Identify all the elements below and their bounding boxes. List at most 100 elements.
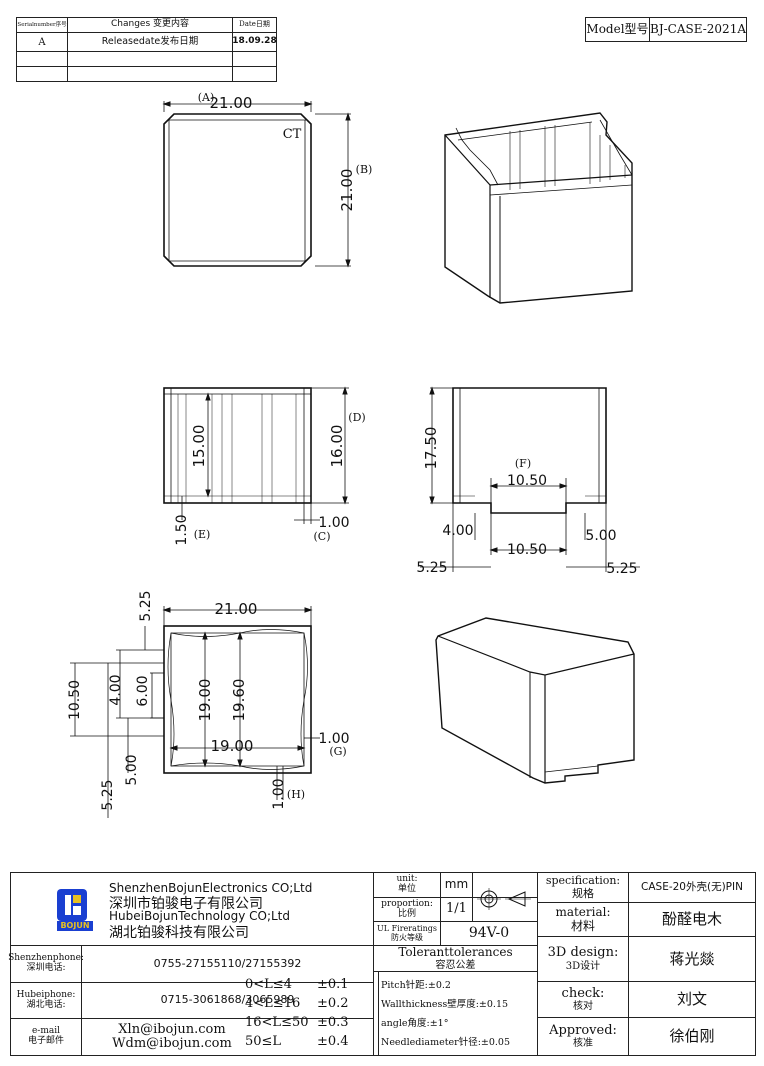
serial-header: Serialnumber序号: [17, 21, 67, 28]
bottom-400: 4.00: [108, 674, 124, 705]
tol-note: Wallthickness壁厚度:±0.15: [381, 999, 509, 1010]
sz-phone-value: 0755-27155110/27155392: [153, 956, 302, 970]
spec-label: specification: 规格: [538, 873, 628, 902]
unit-label-cn: 单位: [397, 884, 416, 894]
check-value: 刘文: [676, 990, 707, 1009]
serial-value: A: [38, 36, 46, 48]
changes-value: Releasedate发布日期: [101, 35, 199, 47]
date-header: Date日期: [239, 20, 270, 29]
bottom-width: 21.00: [215, 600, 258, 618]
logo-text: BOJUN: [60, 920, 90, 930]
company-cn-1: 深圳市铂骏电子有限公司: [109, 896, 263, 912]
company-cn-2: 湖北铂骏科技有限公司: [109, 925, 249, 941]
side-wall: 1.00: [318, 515, 349, 531]
tag-b: (B): [356, 163, 373, 176]
iso-open-box: [444, 112, 633, 304]
side-view: [163, 386, 349, 524]
design-value: 蒋光燚: [669, 949, 715, 968]
side-foot: 1.50: [174, 514, 190, 545]
bottom-wall-h: 1.00: [271, 778, 287, 809]
material-label-cn: 材料: [570, 918, 595, 933]
tol-range: 0<L≤4: [245, 977, 292, 992]
design-label-cn: 3D设计: [565, 960, 601, 972]
proportion-value: 1/1: [446, 901, 467, 917]
bottom-view: [70, 606, 320, 818]
tolerances-title-cn: 容忍公差: [435, 959, 476, 971]
tolerances-title: Toleranttolerances 容忍公差: [374, 946, 537, 971]
edge-right: 5.25: [606, 561, 637, 577]
bottom-inner-h: 19.00: [196, 679, 214, 722]
tol-range: 50≤L: [245, 1034, 282, 1049]
check-label-cn: 核对: [573, 1001, 593, 1013]
bottom-edge-bot: 5.25: [100, 779, 116, 810]
mail-label-en: e-mail: [31, 1026, 61, 1037]
material-value: 酚醛电木: [661, 910, 722, 929]
tag-e: (E): [194, 528, 211, 541]
front-height: 17.50: [422, 427, 440, 470]
slot-bottom: 10.50: [507, 542, 547, 558]
proportion-label-cn: 比例: [397, 908, 416, 919]
changes-header: Changes 变更内容: [110, 19, 189, 30]
tolerance-row: 4<L≤16±0.2: [245, 996, 375, 1015]
material-label-en: material:: [555, 905, 611, 920]
approved-label-en: Approved:: [549, 1022, 617, 1038]
tag-d: (D): [348, 411, 365, 424]
bottom-500: 5.00: [124, 754, 140, 785]
tol-note: Pitch针距:±0.2: [381, 980, 451, 991]
tol-value: ±0.2: [317, 996, 349, 1011]
tol-note: Needlediameter针径:±0.05: [381, 1037, 511, 1048]
iso-closed-box: [435, 617, 635, 784]
approved-label: Approved: 核准: [538, 1018, 628, 1055]
tol-value: ±0.4: [317, 1034, 349, 1049]
hb-label-cn: 湖北电话:: [26, 999, 66, 1010]
hb-label-en: Hubeiphone:: [16, 989, 76, 1000]
hb-phone-value: 0715-3061868/3065989: [160, 993, 295, 1007]
slot-depth: 4.00: [442, 523, 473, 539]
sz-phone-label: Shenzhenphone: 深圳电话:: [8, 946, 84, 982]
tol-range: 16<L≤50: [245, 1015, 309, 1030]
tol-value: ±0.1: [317, 977, 349, 992]
approved-label-cn: 核准: [573, 1038, 593, 1050]
tag-g: (G): [329, 745, 346, 758]
bottom-inner-h2: 19.60: [230, 679, 248, 722]
mail-label-cn: 电子邮件: [27, 1036, 64, 1046]
mail-label: e-mail 电子邮件: [11, 1019, 81, 1055]
tag-a: (A): [198, 91, 215, 104]
bottom-inner-w: 19.00: [211, 737, 254, 755]
design-label-en: 3D design:: [547, 945, 619, 961]
proportion-label-en: proportion:: [381, 898, 433, 909]
tag-h: (H): [287, 788, 305, 801]
firerating-value: 94V-0: [468, 924, 510, 941]
edge-left: 5.25: [416, 560, 447, 576]
tol-note: angle角度:±1°: [381, 1018, 449, 1029]
tolerances-title-en: Toleranttolerances: [398, 945, 513, 960]
top-width-label: 21.00: [210, 94, 253, 112]
projection-symbol-icon: [477, 888, 533, 910]
date-value: 18.09.28: [232, 36, 277, 47]
tolerance-notes: Pitch针距:±0.2 Wallthickness壁厚度:±0.15 angl…: [381, 977, 537, 1053]
tolerance-row: 16<L≤50±0.3: [245, 1015, 375, 1034]
model-label: Model型号: [586, 21, 649, 36]
unit-label-en: unit:: [396, 874, 418, 885]
tolerance-row: 0<L≤4 ±0.1: [245, 977, 375, 996]
title-block: BOJUN ShenzhenBojunElectronics CO;Ltd 深圳…: [8, 872, 756, 1056]
top-height-label: 21.00: [338, 169, 356, 212]
tolerance-ranges: 0<L≤4 ±0.1 4<L≤16±0.2 16<L≤50±0.3 50≤L ±0.…: [245, 977, 375, 1053]
model-box: Model型号 BJ-CASE-2021A: [585, 17, 747, 42]
slot-depth-right: 5.00: [585, 528, 616, 544]
mail-values: Xln@ibojun.com Wdm@ibojun.com: [82, 1019, 262, 1055]
sz-label-en: Shenzhenphone:: [8, 953, 84, 964]
sz-label-cn: 深圳电话:: [26, 963, 66, 973]
email-2: Wdm@ibojun.com: [112, 1036, 232, 1051]
tag-f: (F): [515, 457, 531, 470]
hb-phone-label: Hubeiphone: 湖北电话:: [11, 983, 81, 1018]
unit-label: unit: 单位: [374, 873, 440, 897]
firerating-label: UL Fireratings 防火等级: [374, 922, 440, 945]
bottom-edge-top: 5.25: [138, 590, 154, 621]
top-view: [162, 101, 351, 268]
spec-label-en: specification:: [545, 874, 621, 888]
ct-mark: CT: [283, 127, 302, 142]
technical-drawing: 21.00 (A) 21.00 (B) CT 15.00 16.00 (D) 1…: [67, 91, 640, 818]
company-en-2: HubeiBojunTechnology CO;Ltd: [109, 909, 290, 923]
bottom-600: 6.00: [135, 675, 151, 706]
